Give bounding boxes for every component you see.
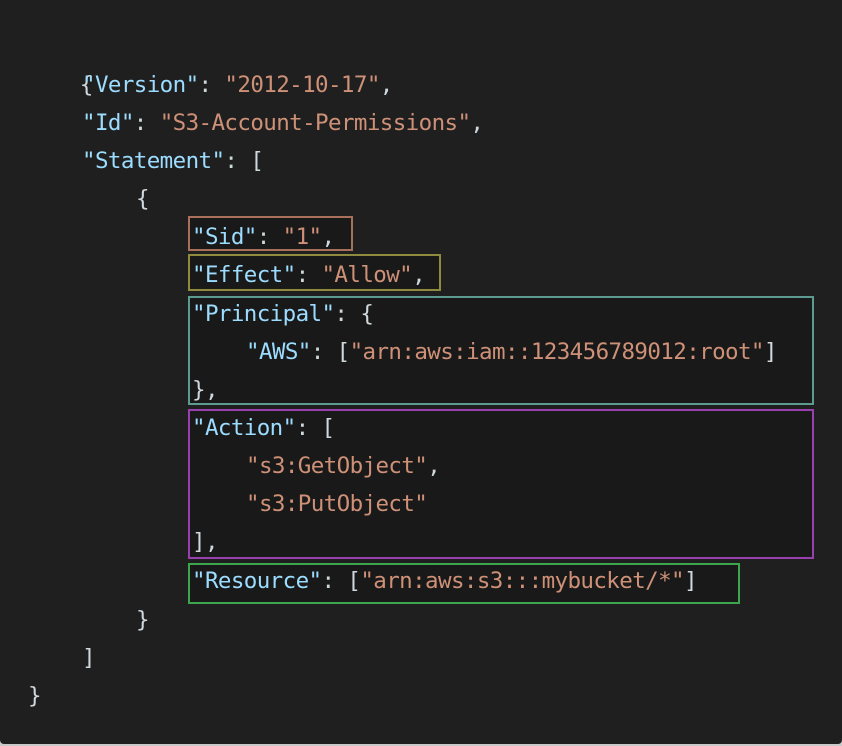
code-line-action-close: ], bbox=[192, 523, 219, 561]
bracket: ] bbox=[82, 645, 96, 671]
brace: } bbox=[28, 683, 42, 709]
brace: { bbox=[360, 301, 374, 327]
key-version: "Version" bbox=[82, 72, 199, 98]
value-action: "s3:PutObject" bbox=[246, 491, 428, 517]
code-line-action: "Action": [ bbox=[192, 409, 335, 447]
highlight-box-principal bbox=[188, 296, 814, 405]
highlight-box-action bbox=[188, 409, 814, 559]
code-line-statement: "Statement": [ bbox=[82, 142, 264, 180]
comma: , bbox=[379, 72, 394, 98]
highlight-box-resource bbox=[188, 563, 740, 604]
brace: { bbox=[136, 186, 150, 212]
bracket: ], bbox=[192, 529, 219, 555]
comma: , bbox=[470, 110, 484, 136]
separator: : bbox=[198, 72, 225, 98]
value-aws-arn: "arn:aws:iam::123456789012:root" bbox=[349, 339, 765, 365]
separator: : bbox=[321, 568, 348, 594]
key-statement: "Statement" bbox=[82, 148, 225, 174]
bracket: [ bbox=[347, 568, 361, 594]
code-line-statement-close: ] bbox=[82, 639, 96, 677]
key-effect: "Effect" bbox=[192, 262, 296, 288]
bracket: [ bbox=[336, 339, 351, 365]
comma: , bbox=[321, 224, 335, 250]
separator: : bbox=[334, 301, 361, 327]
code-line-effect: "Effect": "Allow", bbox=[192, 256, 426, 294]
code-line-principal: "Principal": { bbox=[192, 295, 374, 333]
brace: }, bbox=[192, 377, 219, 403]
bracket: ] bbox=[683, 568, 698, 594]
value-id: "S3-Account-Permissions" bbox=[159, 110, 471, 136]
highlight-box-effect bbox=[188, 254, 441, 291]
separator: : bbox=[224, 148, 251, 174]
comma: , bbox=[412, 262, 426, 288]
bracket: [ bbox=[321, 415, 335, 441]
code-line-id: "Id": "S3-Account-Permissions", bbox=[82, 104, 484, 142]
bracket: [ bbox=[250, 148, 264, 174]
highlight-box-sid bbox=[188, 216, 353, 251]
separator: : bbox=[310, 339, 337, 365]
value-version: "2012-10-17" bbox=[224, 72, 380, 98]
key-sid: "Sid" bbox=[192, 224, 257, 250]
code-line-statement-item-open: { bbox=[136, 180, 150, 218]
brace: } bbox=[136, 607, 150, 633]
key-resource: "Resource" bbox=[192, 568, 322, 594]
separator: : bbox=[133, 110, 160, 136]
value-effect: "Allow" bbox=[321, 262, 413, 288]
code-line-statement-item-close: } bbox=[136, 601, 150, 639]
bracket: ] bbox=[763, 339, 778, 365]
code-line-action-item: "s3:PutObject" bbox=[246, 485, 428, 523]
code-line-sid: "Sid": "1", bbox=[192, 218, 335, 256]
brace: { bbox=[79, 72, 94, 98]
key-id: "Id" bbox=[82, 110, 134, 136]
code-line-principal-close: }, bbox=[192, 371, 219, 409]
separator: : bbox=[256, 224, 283, 250]
code-line-open-brace: { bbox=[28, 28, 94, 98]
comma: , bbox=[427, 453, 441, 479]
code-line-version: "Version": "2012-10-17", bbox=[82, 66, 393, 104]
key-principal: "Principal" bbox=[192, 301, 335, 327]
code-line-resource: "Resource": ["arn:aws:s3:::mybucket/*"] bbox=[192, 562, 698, 600]
separator: : bbox=[295, 415, 322, 441]
value-resource-arn: "arn:aws:s3:::mybucket/*" bbox=[360, 568, 684, 594]
code-line-close-brace: } bbox=[28, 677, 42, 715]
value-sid: "1" bbox=[282, 224, 322, 250]
code-line-principal-aws: "AWS": ["arn:aws:iam::123456789012:root"… bbox=[246, 333, 777, 371]
separator: : bbox=[295, 262, 322, 288]
key-action: "Action" bbox=[192, 415, 296, 441]
code-line-action-item: "s3:GetObject", bbox=[246, 447, 441, 485]
value-action: "s3:GetObject" bbox=[246, 453, 428, 479]
key-aws: "AWS" bbox=[246, 339, 311, 365]
